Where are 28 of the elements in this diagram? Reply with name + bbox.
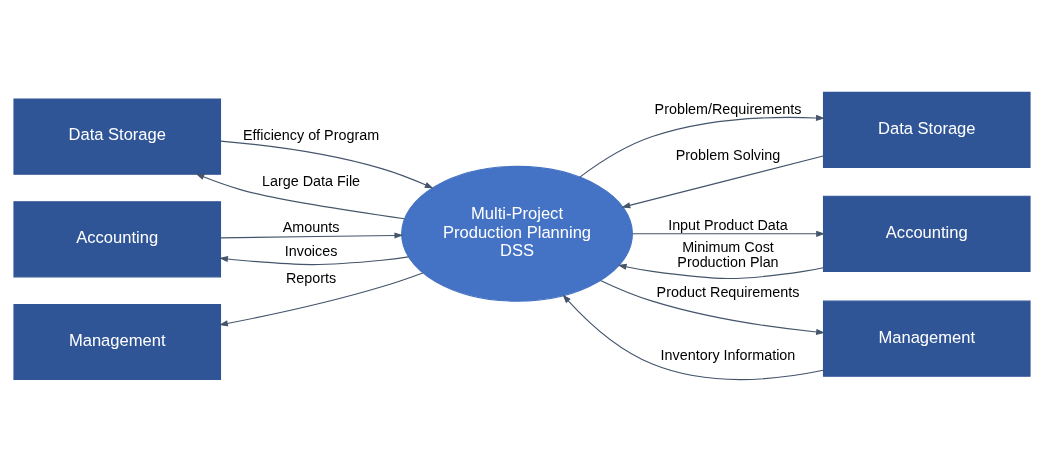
edge-label: Inventory Information: [660, 346, 796, 363]
edge-label: Reports: [285, 269, 337, 286]
arrow: [599, 279, 825, 335]
arrow: [219, 255, 410, 265]
node-box: Accounting: [13, 200, 222, 277]
edge-label: Invoices: [284, 242, 338, 259]
arrow: [617, 263, 824, 279]
edge-label: Efficiency of Program: [243, 126, 380, 143]
arrow: [219, 271, 424, 326]
node-box: Management: [13, 303, 222, 380]
arrow: [579, 114, 825, 178]
edge-label: Large Data File: [262, 172, 361, 189]
arrow: [220, 231, 404, 239]
arrow: [220, 140, 434, 189]
edge-label: Input Product Data: [668, 216, 788, 233]
node-box: Data Storage: [822, 91, 1031, 168]
edge-label: Minimum Cost Production Plan: [677, 238, 779, 270]
node-box: Management: [822, 300, 1031, 377]
arrow: [632, 230, 826, 237]
edge-label: Product Requirements: [656, 283, 800, 300]
edge-label: Amounts: [282, 218, 340, 235]
arrow: [195, 173, 405, 219]
node-box: Accounting: [822, 195, 1031, 272]
arrow: [621, 155, 824, 208]
edge-label: Problem/Requirements: [654, 100, 802, 117]
node-box: Data Storage: [13, 98, 222, 175]
arrow: [562, 293, 824, 380]
edge-label: Problem Solving: [675, 146, 781, 163]
